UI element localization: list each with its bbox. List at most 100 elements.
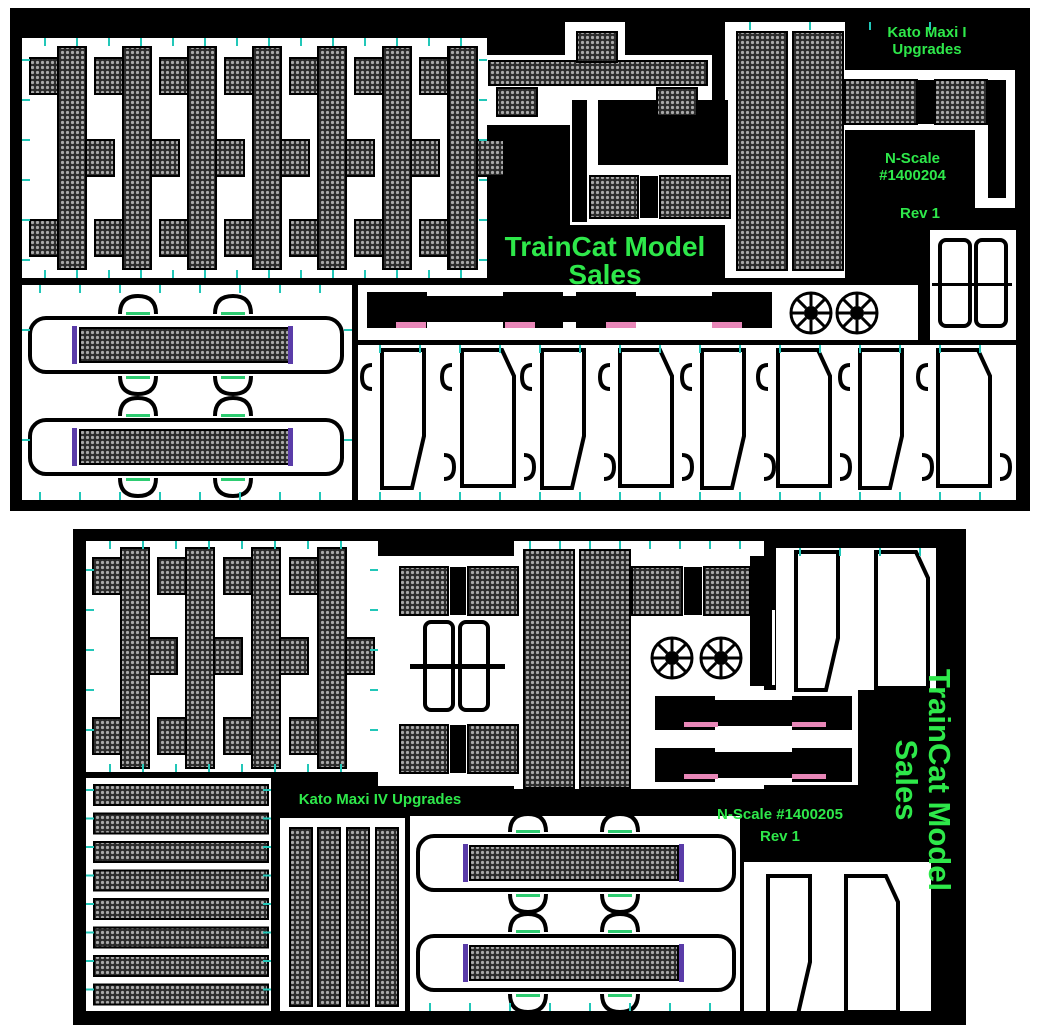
truck-sideframe — [317, 46, 347, 270]
tab — [22, 59, 30, 61]
end-door — [380, 348, 426, 490]
tab — [241, 764, 243, 772]
brake-beam — [368, 296, 768, 322]
truck-pad — [92, 717, 122, 755]
strip-vertical — [375, 827, 399, 1007]
end-panel — [467, 724, 519, 774]
tab — [279, 285, 281, 293]
sheet-bottom-title: Kato Maxi IV Upgrades — [298, 791, 462, 808]
door-handle — [681, 453, 695, 481]
green-mark — [608, 994, 632, 997]
car-side-mesh — [79, 429, 291, 465]
truck-pad — [159, 219, 189, 257]
strip-panel — [93, 812, 269, 835]
tab — [79, 492, 81, 500]
tab — [236, 270, 238, 278]
car-side-outline — [28, 418, 344, 476]
tab — [859, 492, 861, 500]
tab — [263, 846, 271, 848]
tab — [559, 541, 561, 549]
tab — [86, 729, 94, 731]
door-handle — [999, 453, 1013, 481]
end-door — [844, 874, 900, 1014]
brake-pad — [684, 774, 718, 779]
purple-marker — [679, 844, 684, 882]
tab — [239, 285, 241, 293]
purple-marker — [463, 944, 468, 982]
sheet-top-brand: TrainCat Model Sales — [490, 233, 720, 289]
truck-sideframe — [251, 547, 281, 769]
truck-pad — [94, 219, 124, 257]
tab — [629, 1003, 631, 1011]
tab — [108, 38, 110, 46]
tab — [268, 270, 270, 278]
purple-marker — [72, 428, 77, 466]
tab — [76, 270, 78, 278]
tab — [419, 345, 421, 353]
door-handle — [679, 363, 693, 391]
strip-panel — [93, 955, 269, 977]
strip-vertical — [346, 827, 370, 1007]
tab — [509, 1003, 511, 1011]
handrail — [508, 911, 548, 933]
tab — [589, 1003, 591, 1011]
truck-pad — [223, 557, 253, 595]
sheet-bottom-brand: TrainCat Model Sales — [885, 650, 957, 910]
joint — [450, 567, 466, 615]
tab — [108, 270, 110, 278]
door-handle — [755, 363, 769, 391]
green-mark — [126, 414, 150, 417]
tab — [208, 764, 210, 772]
tab — [86, 569, 94, 571]
truck-pad — [289, 717, 319, 755]
tab — [699, 492, 701, 500]
truck-pad — [289, 557, 319, 595]
end-door — [794, 550, 840, 692]
truck-pad — [213, 637, 243, 675]
end-door — [776, 348, 832, 488]
tab — [263, 931, 271, 934]
tab — [479, 259, 487, 261]
truck-pad — [419, 219, 449, 257]
tab — [175, 541, 177, 549]
strip-panel — [93, 841, 269, 863]
tab — [539, 492, 541, 500]
end-panel — [844, 79, 918, 125]
car-side-mesh — [469, 845, 679, 881]
truck-pad — [92, 557, 122, 595]
tab — [499, 492, 501, 500]
strip-panel — [93, 869, 269, 892]
tab — [86, 817, 94, 820]
tab — [263, 903, 271, 905]
tab — [619, 492, 621, 500]
tab — [479, 179, 487, 181]
tab — [460, 270, 462, 278]
long-panel — [736, 31, 788, 271]
car-side-outline — [28, 316, 344, 374]
handrail — [118, 375, 158, 397]
tab — [819, 492, 821, 500]
sheet-top-scale-line1: N-Scale — [884, 150, 941, 167]
tab — [22, 179, 30, 181]
green-mark — [221, 414, 245, 417]
tab — [379, 345, 381, 353]
gear-icon — [789, 291, 833, 335]
end-door — [618, 348, 674, 488]
end-panel — [703, 566, 751, 616]
green-mark — [126, 478, 150, 481]
fret — [776, 548, 936, 690]
tab — [86, 874, 94, 877]
handrail — [600, 993, 640, 1015]
truck-pad — [148, 637, 178, 675]
green-mark — [516, 830, 540, 833]
gear-icon — [699, 636, 743, 680]
truck-sideframe — [448, 46, 478, 270]
separator — [572, 100, 587, 222]
tab — [919, 548, 921, 556]
tab — [479, 219, 487, 221]
sheet-top-title-line1: Kato Maxi I — [887, 24, 967, 41]
truck-pad — [157, 717, 187, 755]
handrail — [118, 395, 158, 417]
end-panel — [399, 566, 449, 616]
brake-pad — [684, 722, 718, 727]
